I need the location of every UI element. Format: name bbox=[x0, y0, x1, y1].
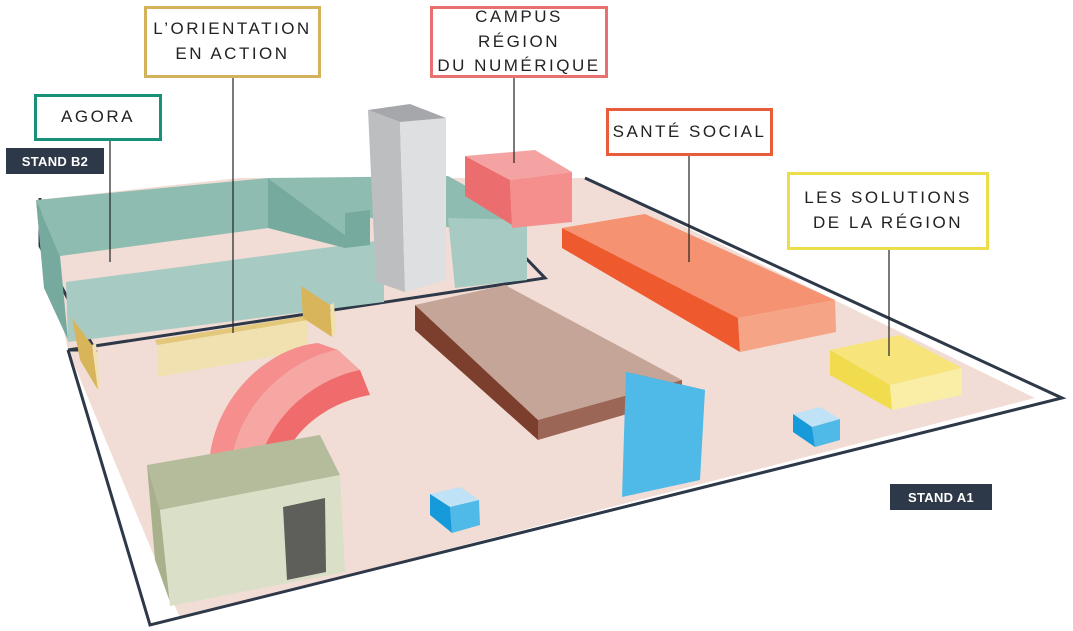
sante-block-left bbox=[562, 228, 740, 352]
tower-front bbox=[400, 118, 446, 292]
blue-cube-1-front bbox=[812, 419, 840, 447]
hut-left bbox=[147, 465, 170, 602]
campus-block-top bbox=[465, 150, 572, 180]
blue-cube-1-left bbox=[793, 414, 815, 447]
blue-cube-1-top bbox=[793, 407, 840, 427]
blue-cube-2-left bbox=[430, 494, 452, 533]
hut-top bbox=[147, 435, 340, 510]
agora-wall-back bbox=[36, 178, 268, 256]
orientation-panel-2-side bbox=[92, 343, 100, 390]
agora-wall-front bbox=[66, 240, 384, 342]
stand-a1-tag: STAND A1 bbox=[890, 484, 992, 510]
sante-block-front bbox=[738, 300, 836, 352]
orientation-bench-top bbox=[155, 316, 308, 345]
curved-bench-inner bbox=[232, 350, 360, 470]
central-block-left bbox=[415, 305, 538, 440]
orientation-bench bbox=[157, 320, 308, 377]
solutions-label: LES SOLUTIONS DE LA RÉGION bbox=[787, 172, 989, 250]
blue-cube-2-top bbox=[430, 487, 479, 507]
tower-side bbox=[368, 110, 405, 292]
orientation-label: L’ORIENTATION EN ACTION bbox=[144, 6, 321, 78]
sante-label: SANTÉ SOCIAL bbox=[606, 108, 773, 156]
orientation-panel-2 bbox=[72, 318, 98, 390]
hut-door bbox=[283, 498, 326, 580]
orientation-panel-1-side bbox=[330, 303, 336, 337]
agora-label: AGORA bbox=[34, 94, 162, 141]
campus-block-left bbox=[465, 156, 512, 225]
campus-label: CAMPUS RÉGION DU NUMÉRIQUE bbox=[430, 6, 608, 78]
solutions-block-top bbox=[830, 335, 962, 385]
central-block-top bbox=[415, 285, 682, 420]
blue-panel-front bbox=[622, 372, 705, 497]
curved-bench-top bbox=[210, 343, 338, 460]
agora-wall-left bbox=[36, 200, 68, 340]
agora-wall-mid bbox=[268, 178, 345, 248]
solutions-block-left bbox=[830, 350, 892, 410]
campus-block-front bbox=[510, 172, 572, 228]
orientation-panel-1 bbox=[301, 286, 332, 337]
sante-block-top bbox=[562, 214, 835, 318]
solutions-block-front bbox=[890, 368, 962, 410]
agora-wall-right-side bbox=[448, 218, 527, 288]
agora-wall-right-inner bbox=[345, 210, 370, 248]
stand-a1-outline bbox=[66, 176, 1067, 627]
tower-top bbox=[368, 104, 446, 122]
stand-b2-tag: STAND B2 bbox=[6, 148, 104, 174]
blue-cube-2-front bbox=[450, 500, 480, 533]
